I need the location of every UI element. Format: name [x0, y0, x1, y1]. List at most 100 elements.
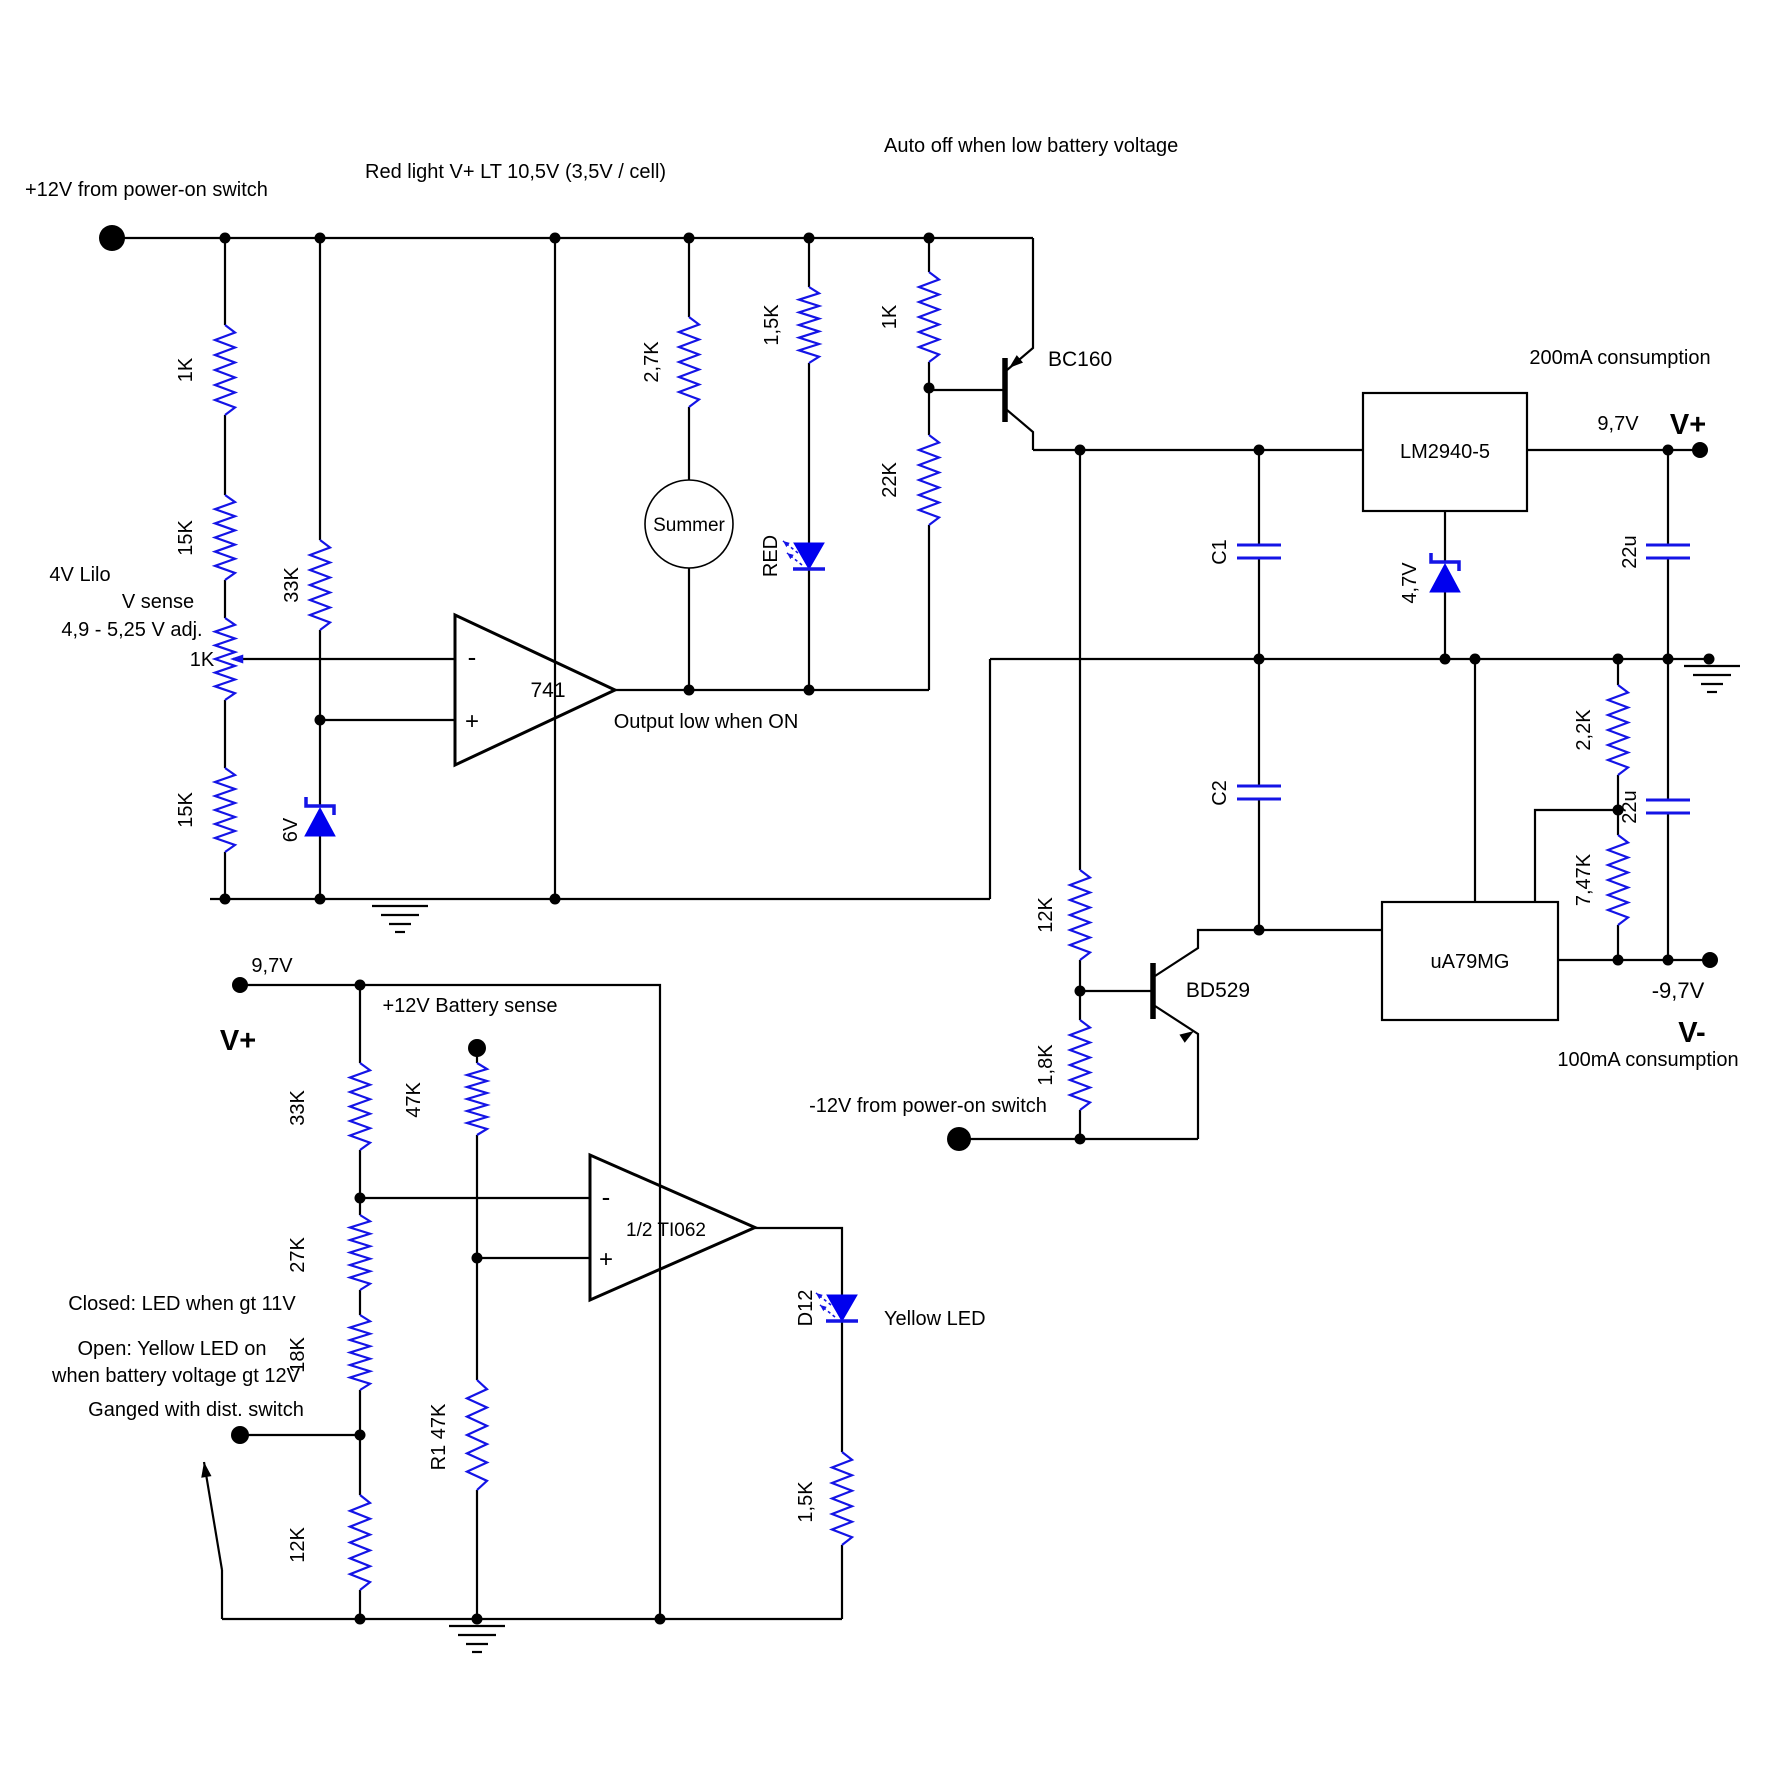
wire-bd529-collector	[1154, 928, 1382, 977]
junction-dot-13	[1074, 444, 1086, 456]
terminal-switch	[231, 1426, 249, 1444]
wire-bc160-collector	[1006, 409, 1035, 450]
junction-dot-15	[1662, 444, 1674, 456]
terminal-vminus	[1702, 952, 1718, 968]
label-9v7-bl: 9,7V	[251, 955, 293, 977]
resistor-r-22k	[915, 434, 943, 526]
resistor-r-18k-bl	[346, 1314, 374, 1391]
label-closed: Closed: LED when gt 11V	[68, 1293, 296, 1315]
label-r-1k5-bl: 1,5K	[795, 1481, 817, 1523]
terminal-9v7	[232, 977, 248, 993]
zener-bar-zener-4v7	[1429, 553, 1461, 571]
label-r-1k5-top: 1,5K	[761, 304, 783, 346]
junction-dot-30	[471, 1252, 483, 1264]
label-ti-plus: +	[599, 1246, 613, 1273]
junction-dot-31	[354, 1429, 366, 1441]
resistor-r-2k7	[675, 316, 703, 408]
resistor-r-47k-bl	[463, 1062, 491, 1136]
label-summer: Summer	[653, 515, 725, 536]
junction-dot-14	[1253, 444, 1265, 456]
opamp-ti062	[588, 1152, 759, 1303]
label-9v7-top: 9,7V	[1597, 413, 1639, 435]
junction-dot-10	[314, 893, 326, 905]
terminal-vplus	[1692, 442, 1708, 458]
label-100ma: 100mA consumption	[1557, 1049, 1738, 1071]
label-200ma: 200mA consumption	[1529, 347, 1710, 369]
resistor-r-1k-f	[915, 271, 943, 363]
wire-bl-rail	[240, 983, 662, 1619]
label-741-minus: -	[468, 642, 477, 672]
junction-dot-21	[1703, 653, 1715, 665]
label-r-1k-f: 1K	[879, 304, 901, 329]
wire-bc160-emitter	[1006, 238, 1035, 371]
junction-dot-16	[1253, 653, 1265, 665]
label-r-1k8: 1,8K	[1035, 1044, 1057, 1086]
junction-dot-7	[683, 684, 695, 696]
wire-ua79-pin2	[1533, 808, 1618, 902]
junction-dot-5	[923, 232, 935, 244]
junction-dot-19	[1612, 653, 1624, 665]
led-red	[793, 542, 825, 571]
label-r-47k-bl: 47K	[403, 1082, 425, 1118]
junction-dot-32	[354, 1613, 366, 1625]
label-ua79mg: uA79MG	[1431, 951, 1510, 973]
junction-dot-0	[219, 232, 231, 244]
resistor-r-15k-2	[211, 767, 239, 853]
label-pot-1k: 1K	[190, 649, 215, 671]
junction-dot-11	[549, 893, 561, 905]
label-741-plus: +	[465, 708, 479, 735]
box-ua79mg	[1380, 900, 1560, 1022]
label-ti062: 1/2 TI062	[626, 1220, 706, 1241]
label-vminus: V-	[1678, 1017, 1705, 1049]
junction-dot-12	[314, 714, 326, 726]
wire-ti-out	[755, 1226, 844, 1295]
label-plus12-switch: +12V from power-on switch	[25, 179, 268, 201]
resistor-r-7k47	[1604, 834, 1632, 926]
label-r-12k-mid: 12K	[1035, 897, 1057, 933]
led-d12-yellow-ray-arrow-1	[820, 1305, 827, 1312]
label-battery-sense: +12V Battery sense	[382, 995, 557, 1017]
zener-bar-zener-6v	[304, 797, 336, 815]
label-r-22k: 22K	[879, 462, 901, 498]
label-vplus-bl: V+	[220, 1025, 256, 1057]
label-v-sense: V sense	[122, 591, 194, 613]
terminal-minus12	[947, 1127, 971, 1151]
label-ganged: Ganged with dist. switch	[88, 1399, 304, 1421]
wire-switch-lever	[202, 1461, 224, 1571]
label-when-batt: when battery voltage gt 12V	[51, 1365, 301, 1387]
label-lm2940: LM2940-5	[1400, 441, 1490, 463]
resistor-r-15k-1	[211, 494, 239, 581]
label-r-15k-1: 15K	[175, 520, 197, 556]
wire-bd529-emitter	[1154, 1005, 1200, 1139]
terminal-battery-sense	[468, 1039, 486, 1057]
label-r1-47k: R1 47K	[428, 1403, 450, 1470]
label-d12: D12	[795, 1290, 817, 1327]
label-c1: C1	[1209, 539, 1231, 565]
junction-dot-24	[1253, 924, 1265, 936]
label-vplus-top: V+	[1670, 409, 1706, 441]
label-minus12-switch: -12V from power-on switch	[809, 1095, 1047, 1117]
label-m9v7: -9,7V	[1652, 978, 1705, 1003]
junction-dot-20	[1662, 653, 1674, 665]
label-yellow-led: Yellow LED	[884, 1308, 986, 1330]
arrow-pot-wiper-arrow	[230, 654, 244, 664]
label-bd529: BD529	[1186, 979, 1250, 1002]
arrow-switch-lever-arrow	[201, 1462, 212, 1478]
label-r-33k-bl: 33K	[287, 1090, 309, 1126]
junction-dot-2	[549, 232, 561, 244]
resistor-r-1k8	[1066, 1019, 1094, 1111]
resistor-r-33k	[306, 539, 334, 631]
label-z-6v: 6V	[280, 817, 302, 842]
junction-dot-34	[654, 1613, 666, 1625]
arrow-bd529-emitter-arrow	[1179, 1031, 1194, 1043]
label-22u-top: 22u	[1619, 535, 1641, 568]
junction-dot-8	[803, 684, 815, 696]
label-r-33k: 33K	[281, 567, 303, 603]
led-d12-yellow	[826, 1294, 858, 1323]
junction-dot-17	[1439, 653, 1451, 665]
label-r-27k-bl: 27K	[287, 1237, 309, 1273]
led-red-ray-arrow-0	[783, 541, 790, 548]
box-lm2940	[1361, 391, 1529, 513]
junction-dot-26	[1612, 954, 1624, 966]
